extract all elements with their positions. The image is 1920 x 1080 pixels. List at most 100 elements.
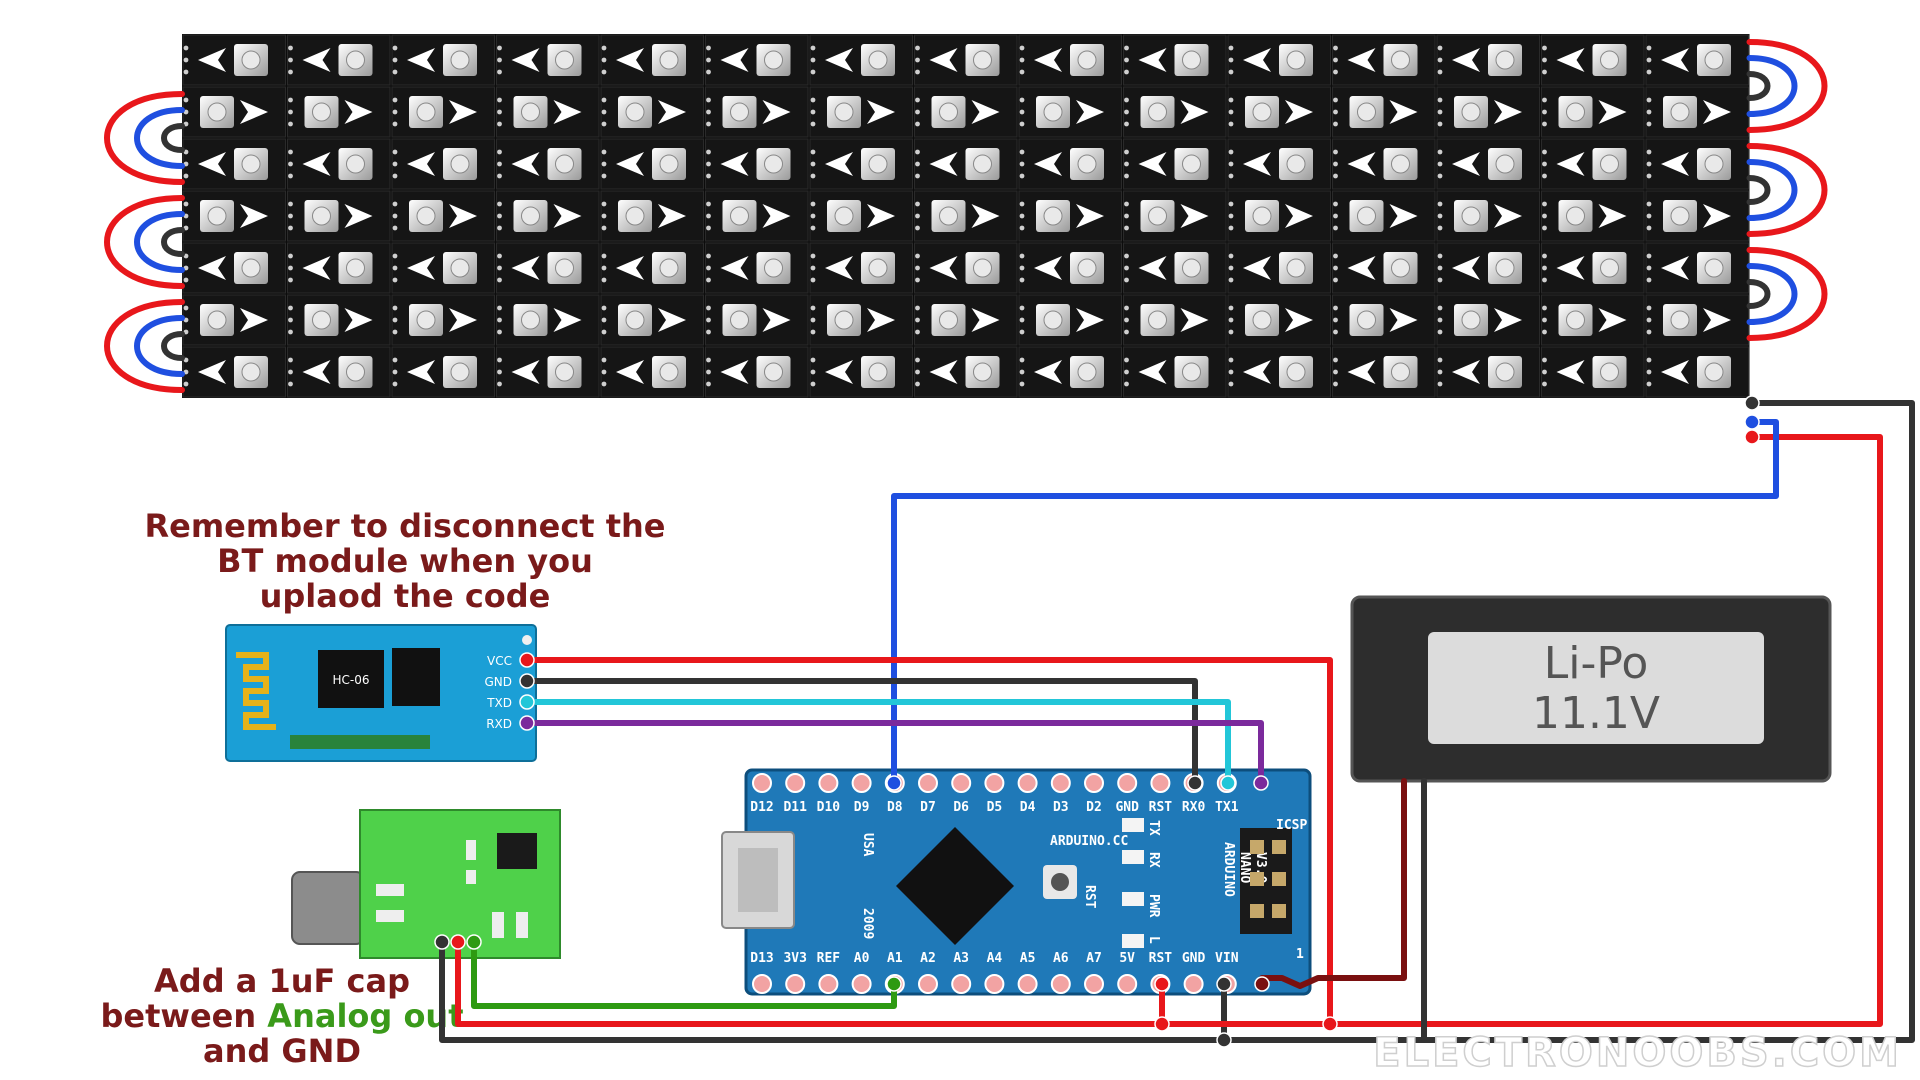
direction-arrow-icon (720, 360, 749, 384)
pin-label: D4 (1020, 800, 1036, 815)
direction-arrow-icon (1703, 204, 1731, 228)
nano-pin-d12[interactable]: D12 (750, 773, 774, 815)
led-pixel (287, 346, 391, 398)
wires (434, 395, 1915, 1048)
pin-label: D6 (953, 800, 969, 815)
direction-arrow-icon (1076, 308, 1104, 332)
cap-note-line-1: Add a 1uF cap (154, 962, 410, 1000)
led-pixel (496, 346, 600, 398)
led-pixel (1018, 34, 1122, 86)
direction-arrow-icon (1452, 152, 1480, 176)
direction-arrow-icon (407, 256, 435, 280)
bt-pin-labels: VCC GND TXD RXD (484, 654, 512, 731)
led-pixel (391, 294, 495, 346)
nano-pin-rst[interactable]: RST (1149, 773, 1173, 815)
nano-pin-a6[interactable]: A6 (1050, 951, 1071, 994)
led-pwr: PWR (1122, 892, 1161, 918)
nano-pin-d3[interactable]: D3 (1050, 773, 1071, 815)
direction-arrow-icon (240, 308, 268, 332)
nano-pin-d9[interactable]: D9 (851, 773, 872, 815)
pin-label: D12 (750, 800, 773, 815)
cap-note-between: between (101, 997, 268, 1035)
led-pixel (391, 242, 495, 294)
direction-arrow-icon (658, 100, 686, 124)
nano-pin-d11[interactable]: D11 (783, 773, 807, 815)
nano-pin-a2[interactable]: A2 (918, 951, 938, 994)
nano-pin-a3[interactable]: A3 (951, 951, 972, 994)
nano-pin-d7[interactable]: D7 (918, 773, 938, 815)
direction-arrow-icon (1285, 204, 1313, 228)
direction-arrow-icon (1180, 204, 1209, 228)
direction-arrow-icon (1494, 204, 1522, 228)
led-l: L (1122, 934, 1161, 948)
bt-note-line-2: BT module when you (217, 542, 593, 580)
nano-pin-d5[interactable]: D5 (984, 773, 1005, 815)
wire-analog-a0 (471, 939, 897, 1009)
led-pixel (1227, 294, 1331, 346)
led-pixel (1541, 34, 1645, 86)
pin-label: A6 (1053, 951, 1069, 966)
led-pixel (1123, 190, 1227, 242)
led-pixel (1332, 190, 1436, 242)
nano-pin-d2[interactable]: D2 (1084, 773, 1104, 815)
led-pixel (1123, 34, 1227, 86)
year-label: 2009 (860, 908, 875, 939)
direction-arrow-icon (1556, 256, 1585, 280)
direction-arrow-icon (1243, 256, 1271, 280)
nano-pin-a7[interactable]: A7 (1084, 951, 1104, 994)
nano-pin-a0[interactable]: A0 (851, 951, 872, 994)
nano-pin-a5[interactable]: A5 (1017, 951, 1038, 994)
reset-label: RST (1082, 885, 1097, 909)
led-pixel (1645, 242, 1749, 294)
pin-label: RST (1149, 800, 1173, 815)
nano-pin-gnd[interactable]: GND (1182, 951, 1206, 994)
direction-arrow-icon (867, 308, 895, 332)
led-pixel (600, 138, 704, 190)
led-pixel (914, 34, 1018, 86)
bt-chip-label: HC-06 (332, 673, 369, 687)
direction-arrow-icon (344, 100, 373, 124)
led-pixel (705, 138, 809, 190)
direction-arrow-icon (302, 360, 331, 384)
led-pixel (182, 190, 286, 242)
direction-arrow-icon (1285, 308, 1313, 332)
pin-label: A2 (920, 951, 936, 966)
led-pixel (809, 34, 913, 86)
nano-pin-d4[interactable]: D4 (1017, 773, 1038, 815)
direction-arrow-icon (1034, 152, 1062, 176)
nano-pin-a4[interactable]: A4 (984, 951, 1005, 994)
nano-pin-3v3[interactable]: 3V3 (783, 951, 807, 994)
direction-arrow-icon (449, 100, 477, 124)
cap-note-line-3: and GND (203, 1032, 361, 1070)
nano-pin-5v[interactable]: 5V (1117, 951, 1138, 994)
led-pixel (1018, 190, 1122, 242)
led-pixel (391, 346, 495, 398)
led-pixel (600, 34, 704, 86)
led-pixel (600, 242, 704, 294)
nano-pin-d13[interactable]: D13 (750, 951, 774, 994)
direction-arrow-icon (198, 48, 226, 72)
direction-arrow-icon (344, 204, 373, 228)
cap-note-analog-out: Analog out (267, 997, 463, 1035)
pin-label: 3V3 (783, 951, 806, 966)
pin-label: A1 (887, 951, 903, 966)
direction-arrow-icon (302, 48, 331, 72)
direction-arrow-icon (449, 204, 477, 228)
led-pixel (287, 138, 391, 190)
direction-arrow-icon (1243, 48, 1271, 72)
led-pixel (1018, 86, 1122, 138)
nano-pin-d10[interactable]: D10 (817, 773, 841, 815)
direction-arrow-icon (1138, 256, 1167, 280)
battery-type: Li-Po (1544, 638, 1649, 689)
led-matrix (182, 34, 1750, 398)
nano-pin-ref[interactable]: REF (817, 951, 841, 994)
nano-pin-d6[interactable]: D6 (951, 773, 972, 815)
led-rx: RX (1122, 850, 1161, 868)
direction-arrow-icon (1598, 100, 1627, 124)
led-pixel (1436, 34, 1540, 86)
led-pixel (1227, 242, 1331, 294)
direction-arrow-icon (825, 256, 853, 280)
direction-arrow-icon (302, 256, 331, 280)
nano-pin-gnd[interactable]: GND (1115, 773, 1139, 815)
